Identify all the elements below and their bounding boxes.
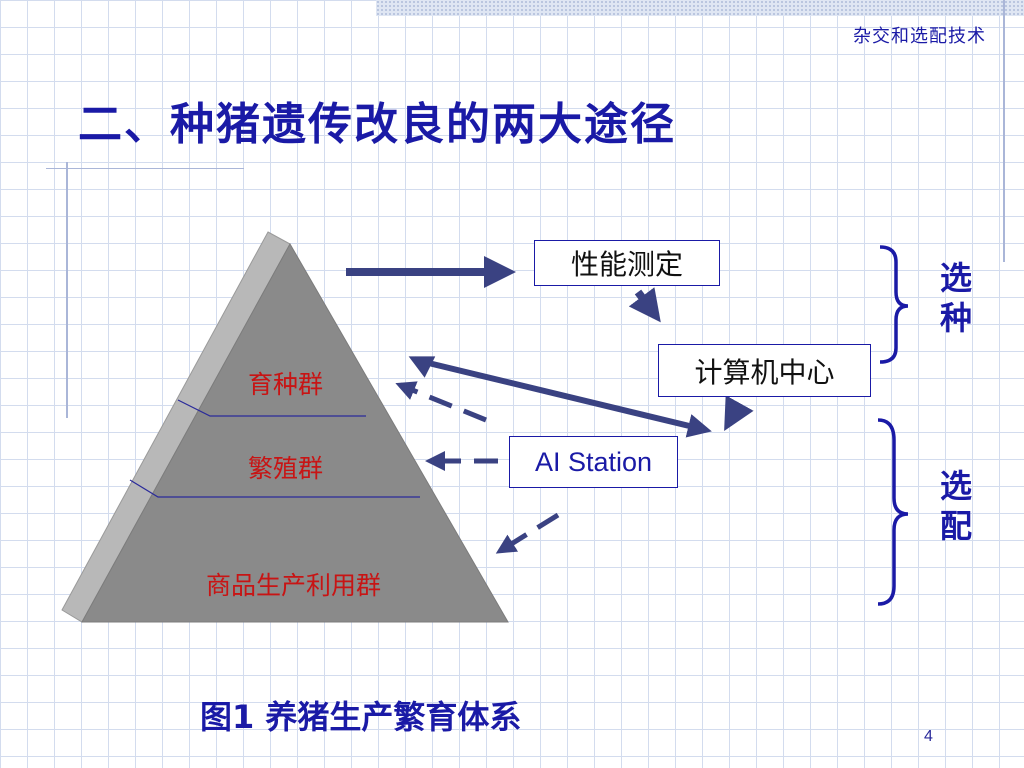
page-number: 4 xyxy=(924,728,933,745)
tier-label-multiplier: 繁殖群 xyxy=(248,454,324,483)
left-decorative-line xyxy=(66,162,68,418)
pyramid-divider-upper xyxy=(177,399,366,417)
tier-label-commercial: 商品生产利用群 xyxy=(206,571,382,600)
section-header: 杂交和选配技术 xyxy=(853,26,986,47)
tier-label-breeding: 育种群 xyxy=(248,370,324,399)
title-underline xyxy=(46,168,244,169)
right-decorative-line xyxy=(1003,0,1005,262)
computer-center-box: 计算机中心 xyxy=(658,344,871,397)
figure-caption: 图1 养猪生产繁育体系 xyxy=(200,692,521,738)
arrow-performance-to-computer xyxy=(628,287,661,323)
pyramid xyxy=(61,231,509,623)
arrow-bidirectional-breeding xyxy=(415,357,712,438)
mating-char-2: 配 xyxy=(939,507,972,545)
caption-number: 1 xyxy=(232,698,255,736)
arrow-computer-to-ai xyxy=(724,395,754,431)
slide-title: 二、种猪遗传改良的两大途径 xyxy=(78,99,676,150)
brace-mating xyxy=(877,418,909,606)
pyramid-front-face xyxy=(81,242,509,623)
arrow-dashed-to-commercial xyxy=(495,512,560,554)
selection-char-2: 种 xyxy=(939,299,972,337)
top-decorative-band xyxy=(376,0,1024,16)
mating-char-1: 选 xyxy=(939,467,972,505)
caption-prefix: 图 xyxy=(200,698,233,736)
arrow-dashed-to-breeding xyxy=(395,381,487,423)
selection-char-1: 选 xyxy=(939,259,972,297)
ai-station-box: AI Station xyxy=(509,436,678,488)
performance-test-box: 性能测定 xyxy=(534,240,720,286)
arrow-to-breeding-head xyxy=(408,356,436,378)
mating-label: 选 配 xyxy=(936,466,976,546)
brace-selection xyxy=(879,245,909,364)
selection-label: 选 种 xyxy=(936,258,976,338)
pyramid-divider-lower xyxy=(129,479,420,498)
caption-text: 养猪生产繁育体系 xyxy=(254,698,522,736)
